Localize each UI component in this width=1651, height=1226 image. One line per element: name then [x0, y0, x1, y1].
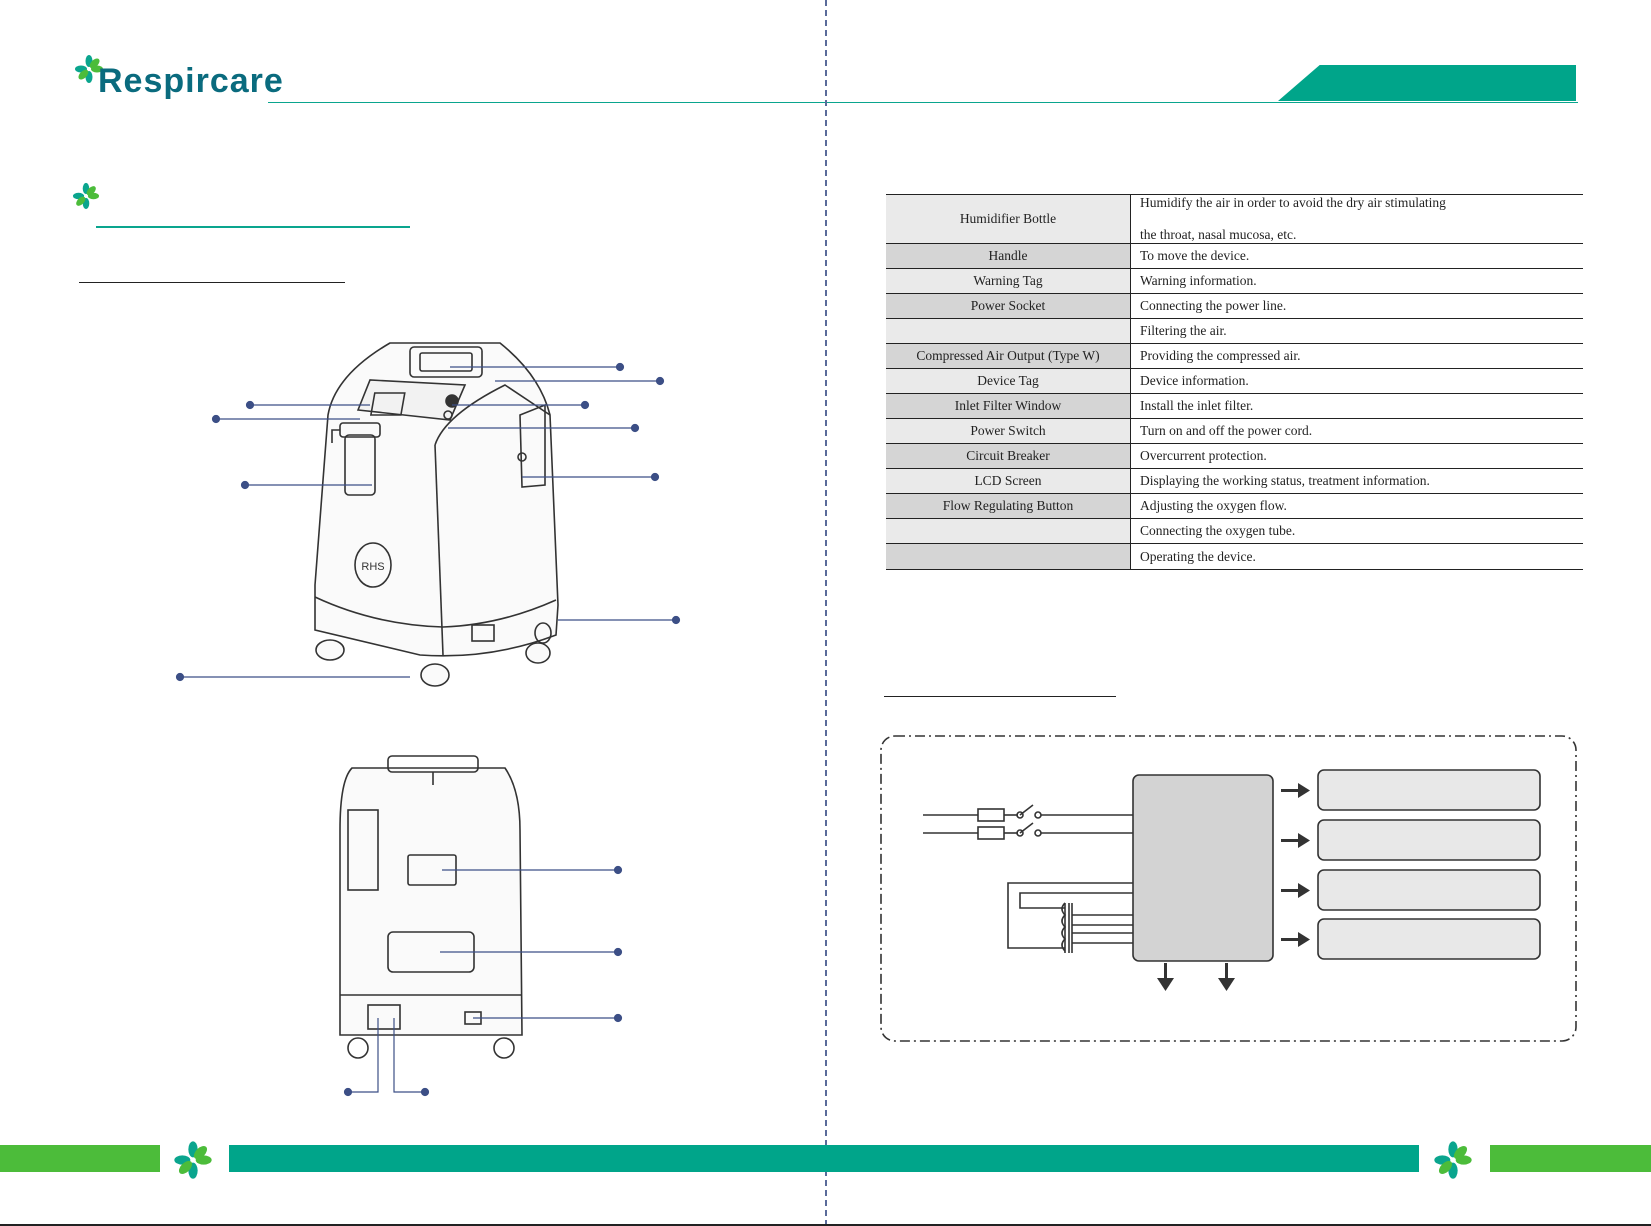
device-badge: RHS — [361, 561, 384, 573]
flower-icon — [174, 1141, 212, 1179]
part-name: Device Tag — [886, 368, 1131, 394]
part-description: Displaying the working status, treatment… — [1130, 468, 1583, 494]
header-tab — [1278, 65, 1576, 101]
table-row: Humidifier Bottle Humidify the air in or… — [886, 194, 1583, 244]
part-description: Adjusting the oxygen flow. — [1130, 493, 1583, 519]
part-description: Overcurrent protection. — [1130, 443, 1583, 469]
parts-table: Humidifier Bottle Humidify the air in or… — [886, 194, 1583, 570]
part-description: Warning information. — [1130, 268, 1583, 294]
part-name — [886, 518, 1131, 544]
table-row: Operating the device. — [886, 543, 1583, 570]
flower-icon — [1434, 1141, 1472, 1179]
part-name: Humidifier Bottle — [886, 194, 1131, 244]
footer-bar-center — [229, 1145, 1419, 1172]
part-description: To move the device. — [1130, 243, 1583, 269]
subsection-underline — [884, 696, 1116, 697]
part-name — [886, 318, 1131, 344]
part-name: Warning Tag — [886, 268, 1131, 294]
part-description: Connecting the oxygen tube. — [1130, 518, 1583, 544]
part-description: Filtering the air. — [1130, 318, 1583, 344]
part-description: Providing the compressed air. — [1130, 343, 1583, 369]
subsection-underline — [79, 282, 345, 283]
device-back-view — [339, 755, 623, 1097]
description-line: Humidify the air in order to avoid the d… — [1140, 195, 1446, 210]
part-description: Device information. — [1130, 368, 1583, 394]
table-row: Filtering the air. — [886, 318, 1583, 344]
part-name: Circuit Breaker — [886, 443, 1131, 469]
circuit-block-diagram — [880, 735, 1577, 1042]
part-description: Connecting the power line. — [1130, 293, 1583, 319]
page-fold-line — [825, 0, 827, 1226]
header-rule — [268, 102, 1578, 103]
part-name: Power Switch — [886, 418, 1131, 444]
part-description: Install the inlet filter. — [1130, 393, 1583, 419]
brand-logo: Respircare — [98, 62, 284, 100]
table-row: Connecting the oxygen tube. — [886, 518, 1583, 544]
part-name: Handle — [886, 243, 1131, 269]
part-name: Inlet Filter Window — [886, 393, 1131, 419]
part-name: Power Socket — [886, 293, 1131, 319]
page-bottom-rule — [0, 1224, 1651, 1226]
description-line: the throat, nasal mucosa, etc. — [1140, 227, 1297, 242]
footer-bar-right — [1490, 1145, 1651, 1172]
flower-icon — [75, 55, 103, 83]
part-name: Compressed Air Output (Type W) — [886, 343, 1131, 369]
part-description: Humidify the air in order to avoid the d… — [1130, 194, 1583, 244]
table-row: Compressed Air Output (Type W)Providing … — [886, 343, 1583, 369]
part-name: LCD Screen — [886, 468, 1131, 494]
part-description: Operating the device. — [1130, 543, 1583, 570]
section-flower-icon — [72, 182, 100, 210]
device-front-view: RHS — [175, 342, 681, 687]
part-name: Flow Regulating Button — [886, 493, 1131, 519]
part-description: Turn on and off the power cord. — [1130, 418, 1583, 444]
footer-bar-left — [0, 1145, 160, 1172]
part-name — [886, 543, 1131, 570]
section-heading-underline — [96, 226, 410, 228]
